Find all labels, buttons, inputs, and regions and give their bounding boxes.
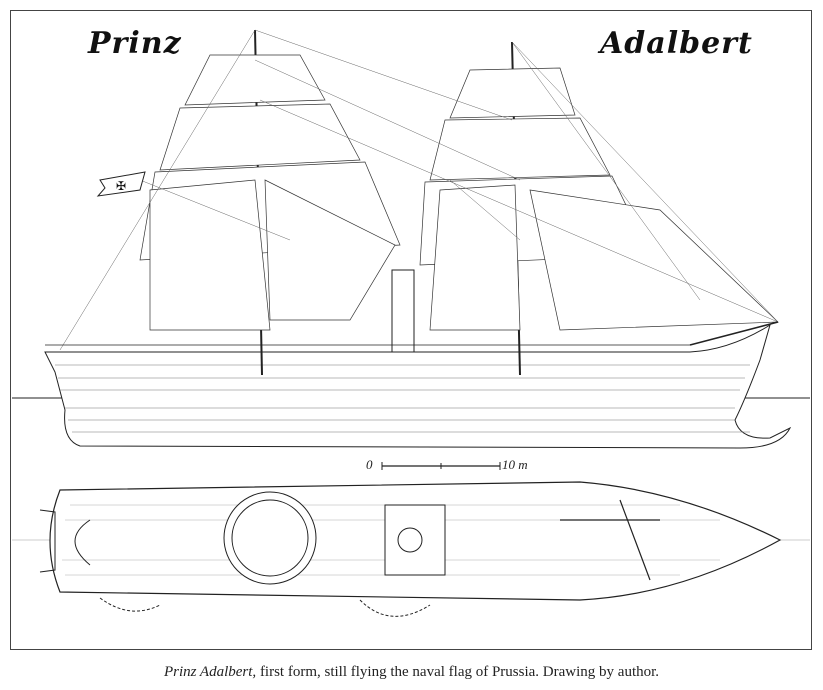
prussian-flag: [96, 171, 146, 197]
stern-plan: [74, 519, 91, 566]
sails-foremast: [139, 54, 401, 331]
scale-label-start: 0: [366, 457, 373, 472]
drawing-title-left: Prinz: [88, 26, 182, 61]
caption-text: first form, still flying the naval flag …: [256, 664, 660, 680]
hull-planking: [55, 364, 750, 433]
funnel-plan: [384, 504, 446, 576]
figure-caption: Prinz Adalbert, first form, still flying…: [0, 664, 823, 681]
eagle-icon: ✠: [116, 179, 126, 193]
ship-drawing-frame: [10, 10, 812, 650]
rigging: [59, 29, 779, 351]
caption-ship-name: Prinz Adalbert,: [163, 664, 257, 680]
sails-mainmast: [419, 67, 779, 331]
scale-label-end: 10 m: [502, 457, 528, 472]
bowsprit: [689, 321, 779, 346]
funnel: [391, 269, 415, 353]
paddle-box: [223, 491, 317, 585]
drawing-title-right: Adalbert: [600, 26, 753, 61]
hull-side-view: [44, 323, 792, 449]
